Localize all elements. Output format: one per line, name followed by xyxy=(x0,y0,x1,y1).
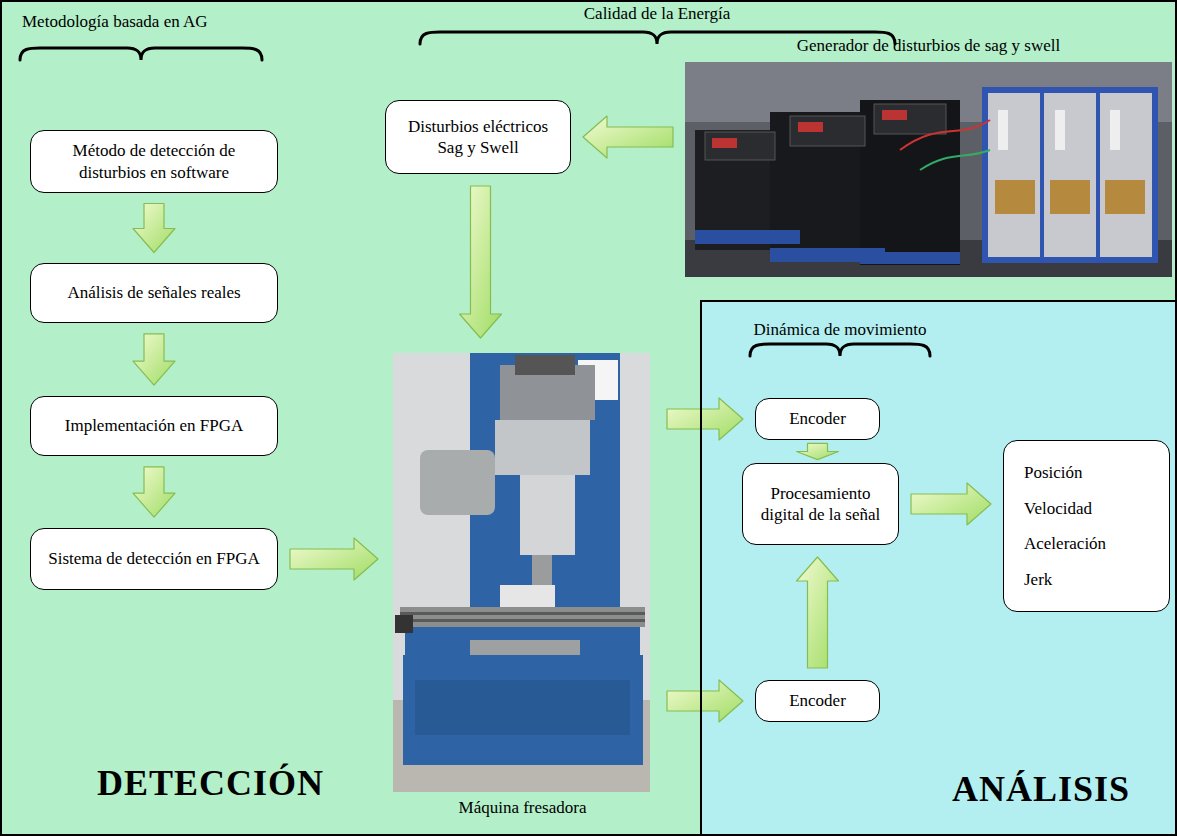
block-arrow xyxy=(797,557,839,668)
block-arrow xyxy=(667,680,743,722)
list-item: Aceleración xyxy=(1024,533,1106,554)
list-item: Posición xyxy=(1024,462,1083,483)
box-label: Encoder xyxy=(789,408,846,429)
block-arrow xyxy=(797,443,839,459)
block-arrow xyxy=(133,467,175,517)
box-label: Procesamiento digital de la señal xyxy=(753,483,888,526)
section-heading: Metodología basada en AG xyxy=(22,12,208,32)
block-arrow xyxy=(460,186,502,338)
section-title: DETECCIÓN xyxy=(97,762,324,804)
sensor-box: Encoder xyxy=(755,398,880,440)
box-label: Análisis de señales reales xyxy=(67,282,240,303)
process-box: Procesamiento digital de la señal xyxy=(742,463,899,545)
output-list-box: PosiciónVelocidadAceleraciónJerk xyxy=(1003,440,1170,612)
block-arrow xyxy=(667,398,743,440)
process-box: Método de detección de disturbios en sof… xyxy=(30,130,278,193)
caption-label: Generador de disturbios de sag y swell xyxy=(685,36,1172,56)
block-arrow xyxy=(583,116,673,158)
process-box: Sistema de detección en FPGA xyxy=(30,528,278,590)
sensor-box: Encoder xyxy=(755,680,880,722)
caption-label: Máquina fresadora xyxy=(390,798,655,818)
list-item: Jerk xyxy=(1024,569,1052,590)
block-arrow xyxy=(133,204,175,253)
machine-node: Máquina fresadora xyxy=(390,350,655,825)
process-box: Análisis de señales reales xyxy=(30,263,278,323)
block-arrow xyxy=(133,334,175,385)
process-box: Implementación en FPGA xyxy=(30,396,278,456)
process-box: Disturbios eléctricos Sag y Swell xyxy=(385,100,571,174)
generator-photo xyxy=(685,62,1172,277)
milling-machine-photo xyxy=(393,353,650,792)
box-label: Implementación en FPGA xyxy=(65,415,243,436)
generator-node: Generador de disturbios de sag y swell xyxy=(685,36,1172,277)
list-item: Velocidad xyxy=(1024,498,1092,519)
section-heading: Calidad de la Energía xyxy=(584,4,731,24)
box-label: Método de detección de disturbios en sof… xyxy=(41,140,267,183)
block-arrow xyxy=(911,483,991,525)
analysis-ground xyxy=(700,300,1177,836)
section-title: ANÁLISIS xyxy=(952,768,1152,810)
caption-label: Dinámica de movimiento xyxy=(740,320,940,340)
block-arrow xyxy=(290,538,378,580)
box-label: Sistema de detección en FPGA xyxy=(48,548,260,569)
box-label: Disturbios eléctricos Sag y Swell xyxy=(396,116,560,159)
analysis-panel: Dinámica de movimientoANÁLISISEncoderPro… xyxy=(700,300,1177,836)
box-label: Encoder xyxy=(789,690,846,711)
